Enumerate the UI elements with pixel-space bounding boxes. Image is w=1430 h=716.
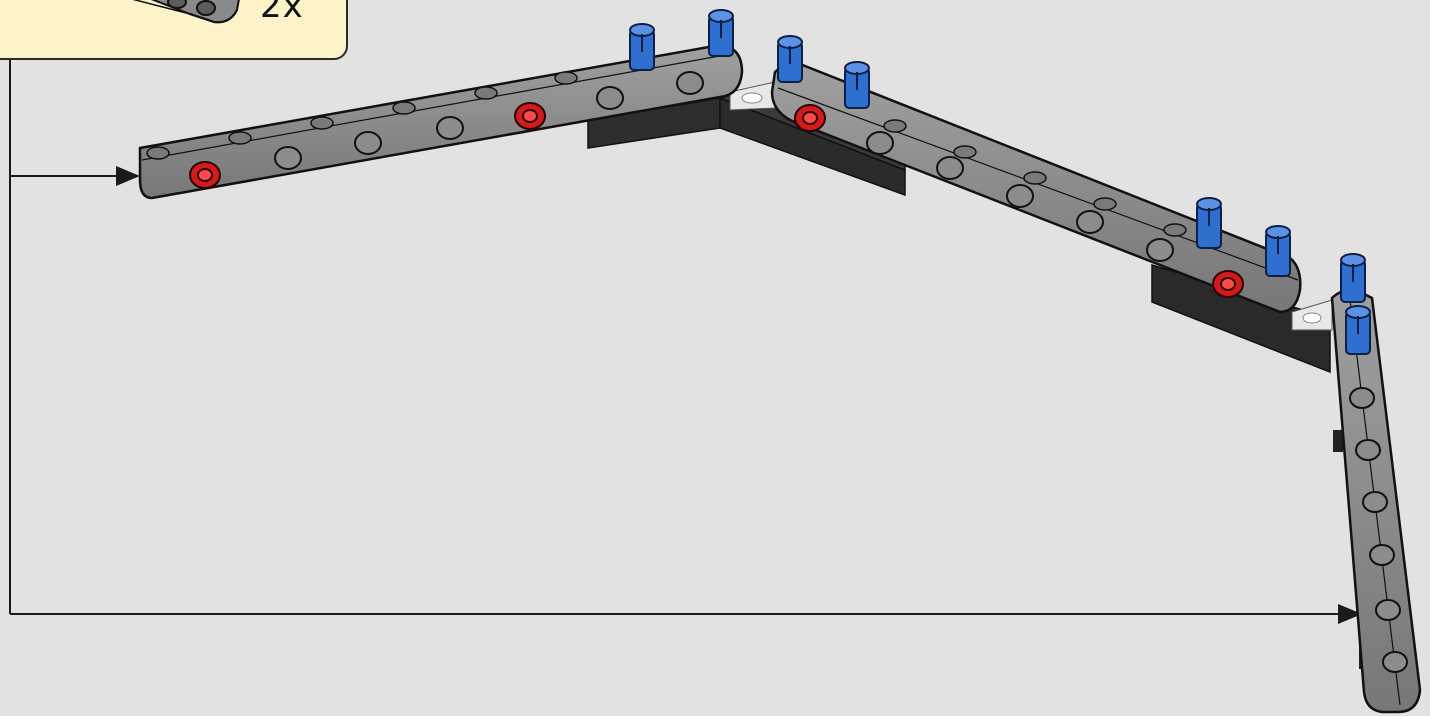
red-pin-icon <box>190 162 220 188</box>
right-gray-beam <box>1332 290 1420 712</box>
blue-pin-icon <box>630 24 654 70</box>
blue-pin-icon <box>1346 306 1370 354</box>
blue-pin-icon <box>1266 226 1290 276</box>
red-pin-icon <box>795 105 825 131</box>
blue-pin-icon <box>1197 198 1221 248</box>
red-pin-icon <box>515 103 545 129</box>
blue-pin-icon <box>1341 254 1365 302</box>
blue-pin-icon <box>778 36 802 82</box>
blue-pin-icon <box>709 10 733 56</box>
red-pin-icon <box>1213 271 1243 297</box>
blue-pin-icon <box>845 62 869 108</box>
